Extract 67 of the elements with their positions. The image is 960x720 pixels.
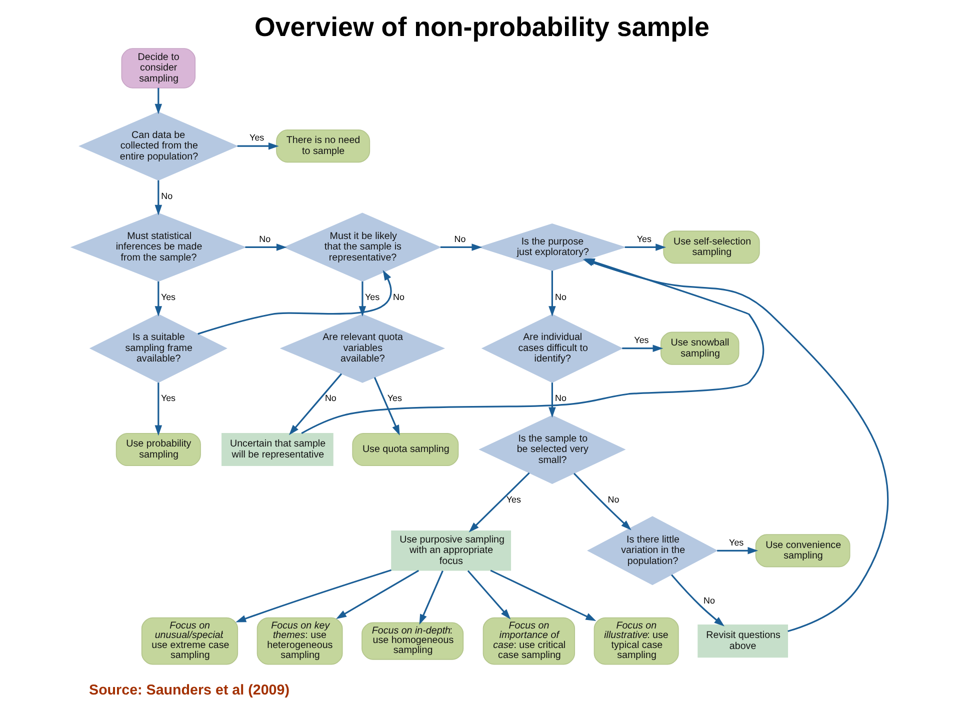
node-box: Focus on unusual/special: use extreme case sampling — [141, 617, 238, 665]
node-diamond: Is there little variation in the population? — [587, 516, 718, 586]
node-diamond: Must statistical inferences be made from the sample? — [70, 212, 246, 282]
arrow — [358, 281, 366, 316]
node-diamond: Is a suitable sampling frame available? — [89, 314, 228, 383]
edge-label: No — [554, 393, 566, 404]
edge-label: Yes — [634, 334, 649, 345]
node-diamond: Is the purpose just exploratory? — [478, 223, 626, 271]
arrow — [154, 382, 162, 436]
node-diamond: Are individual cases difficult to identify? — [481, 314, 624, 383]
arrow — [624, 244, 666, 251]
edge-label: No — [608, 494, 620, 504]
edge-label: Yes — [365, 292, 380, 302]
edge-label: No — [454, 234, 466, 244]
node-box: Focus on in-depth: use homogeneous sampling — [362, 622, 464, 660]
edge-label: Yes — [506, 494, 522, 504]
arrow — [467, 570, 511, 620]
arrow — [336, 570, 420, 619]
edge-label: No — [554, 292, 566, 302]
arrow — [288, 373, 342, 436]
node-diamond: Can data be collected from the entire population? — [78, 112, 238, 181]
arrow — [154, 180, 162, 216]
arrow — [573, 472, 632, 530]
arrow — [548, 382, 556, 418]
node-box: Focus on key themes: use heterogeneous sampling — [256, 617, 343, 665]
arrow — [440, 244, 482, 251]
edge-label: No — [259, 234, 271, 244]
edge-label: Yes — [729, 537, 744, 548]
node-box: Uncertain that sample will be representative — [222, 432, 334, 466]
caption: Source: Saunders et al (2009) — [89, 682, 290, 699]
edge-label: Yes — [160, 393, 176, 404]
node-box: Revisit questions above — [698, 624, 788, 658]
arrow — [622, 344, 664, 352]
arrow — [154, 281, 162, 316]
arrow — [198, 270, 392, 335]
arrow — [374, 377, 400, 436]
arrow — [468, 472, 530, 532]
node-diamond: Are relevant quota variables available? — [280, 314, 446, 383]
node-box: Decide to consider sampling — [121, 48, 196, 88]
node-box: Focus on importance of case: use critical case sampling — [482, 617, 576, 665]
edge-label: No — [161, 190, 173, 201]
arrow — [236, 569, 392, 622]
arrow — [548, 270, 556, 317]
arrow — [245, 244, 287, 251]
arrow — [237, 142, 279, 150]
arrow — [419, 570, 444, 625]
edge-label: No — [704, 595, 715, 606]
node-box: Use quota sampling — [352, 432, 459, 466]
arrow — [717, 547, 758, 554]
node-box: Use purposive sampling with an appropriate focus — [391, 530, 512, 571]
edge-label: Yes — [636, 234, 652, 244]
node-box: There is no need to sample — [276, 130, 370, 163]
edge-label: Yes — [160, 292, 176, 302]
edge-label: No — [392, 292, 404, 302]
arrow — [490, 570, 596, 621]
edge-label: Yes — [250, 132, 264, 143]
arrow — [154, 88, 162, 114]
node-box: Focus on illustrative: use typical case sampling — [594, 617, 679, 665]
node-diamond: Is the sample to be selected very small? — [478, 415, 626, 484]
edge-label: No — [324, 393, 336, 404]
arrow — [671, 574, 724, 626]
edge-label: Yes — [387, 393, 402, 404]
node-box: Use snowball sampling — [660, 332, 740, 365]
node-box: Use probability sampling — [116, 432, 201, 466]
diagram-title: Overview of non-probability sample — [254, 12, 710, 42]
node-box: Use self-selection sampling — [663, 230, 760, 264]
node-box: Use convenience sampling — [755, 534, 850, 568]
